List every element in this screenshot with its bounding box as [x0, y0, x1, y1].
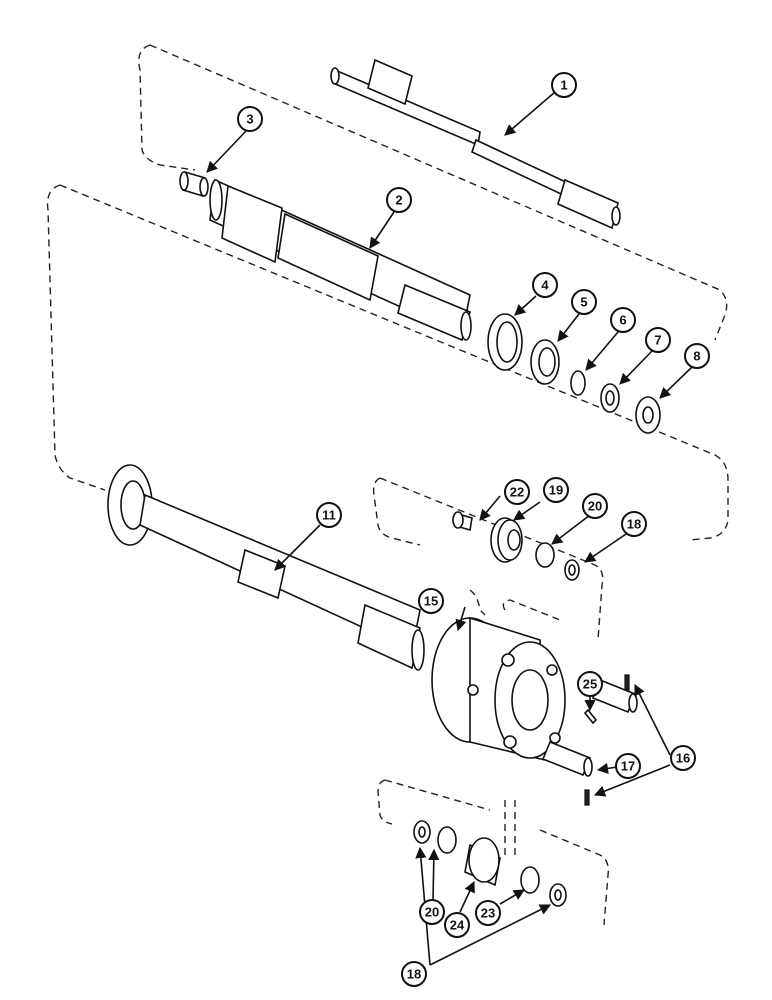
callout-22: 22 [504, 479, 530, 505]
svg-text:1: 1 [560, 78, 567, 93]
part-3-bushing [179, 170, 209, 198]
svg-text:18: 18 [407, 967, 421, 982]
callout-20-upper: 20 [582, 493, 608, 519]
svg-text:16: 16 [676, 751, 690, 766]
part-18-upper-washer [564, 559, 580, 581]
callout-19: 19 [543, 477, 569, 503]
svg-text:22: 22 [510, 485, 524, 500]
part-20-upper-bearing [535, 542, 555, 568]
svg-text:2: 2 [395, 193, 402, 208]
part-2-shaft [209, 178, 472, 342]
callout-25: 25 [577, 671, 603, 697]
part-16-roll-pin-lower [584, 789, 590, 806]
part-25-screw [583, 708, 598, 725]
svg-text:24: 24 [450, 918, 465, 933]
callout-11: 11 [316, 502, 342, 528]
part-7-washer [600, 383, 620, 413]
svg-text:6: 6 [619, 313, 626, 328]
part-5-bearing [530, 339, 560, 385]
callout-4: 4 [532, 272, 558, 298]
part-4-seal [487, 313, 523, 371]
part-23-bearing [520, 866, 540, 894]
part-11-gear-shaft [107, 464, 425, 671]
svg-text:25: 25 [583, 677, 597, 692]
part-1-shaft [330, 58, 621, 230]
part-20-lower-bearing [437, 826, 457, 854]
callout-3: 3 [237, 106, 263, 132]
part-8-thrust-bearing [635, 396, 661, 434]
part-17-pin-lower [541, 740, 593, 777]
svg-text:4: 4 [541, 278, 549, 293]
svg-text:7: 7 [654, 333, 661, 348]
callout-2: 2 [386, 187, 412, 213]
svg-text:8: 8 [693, 349, 700, 364]
part-22-sleeve [452, 511, 473, 532]
callout-20-lower: 20 [419, 899, 445, 925]
callout-15: 15 [418, 588, 444, 614]
svg-text:20: 20 [588, 499, 602, 514]
svg-text:15: 15 [424, 594, 438, 609]
callout-23: 23 [475, 900, 501, 926]
svg-text:3: 3 [246, 112, 253, 127]
svg-text:18: 18 [627, 517, 641, 532]
svg-text:20: 20 [425, 905, 439, 920]
svg-text:17: 17 [621, 759, 635, 774]
part-19-gear [490, 517, 523, 563]
svg-text:11: 11 [322, 508, 336, 523]
callout-8: 8 [684, 343, 710, 369]
callout-16: 16 [670, 745, 696, 771]
part-15-carrier [431, 616, 566, 762]
callout-18-lower: 18 [401, 961, 427, 987]
callout-5: 5 [571, 289, 597, 315]
part-18-lower-washer-left [413, 820, 431, 844]
group-outlines [46, 44, 729, 926]
part-16-roll-pin-upper [624, 674, 630, 691]
svg-text:5: 5 [580, 295, 587, 310]
svg-text:23: 23 [481, 906, 495, 921]
callout-17: 17 [615, 753, 641, 779]
part-24-gear [464, 837, 501, 887]
part-18-lower-washer-right [549, 883, 567, 907]
callout-6: 6 [610, 307, 636, 333]
part-6-snap-ring [570, 370, 586, 396]
svg-text:19: 19 [549, 483, 563, 498]
callout-7: 7 [645, 327, 671, 353]
callout-18-upper: 18 [621, 511, 647, 537]
callout-24: 24 [444, 912, 470, 938]
callout-1: 1 [551, 72, 577, 98]
